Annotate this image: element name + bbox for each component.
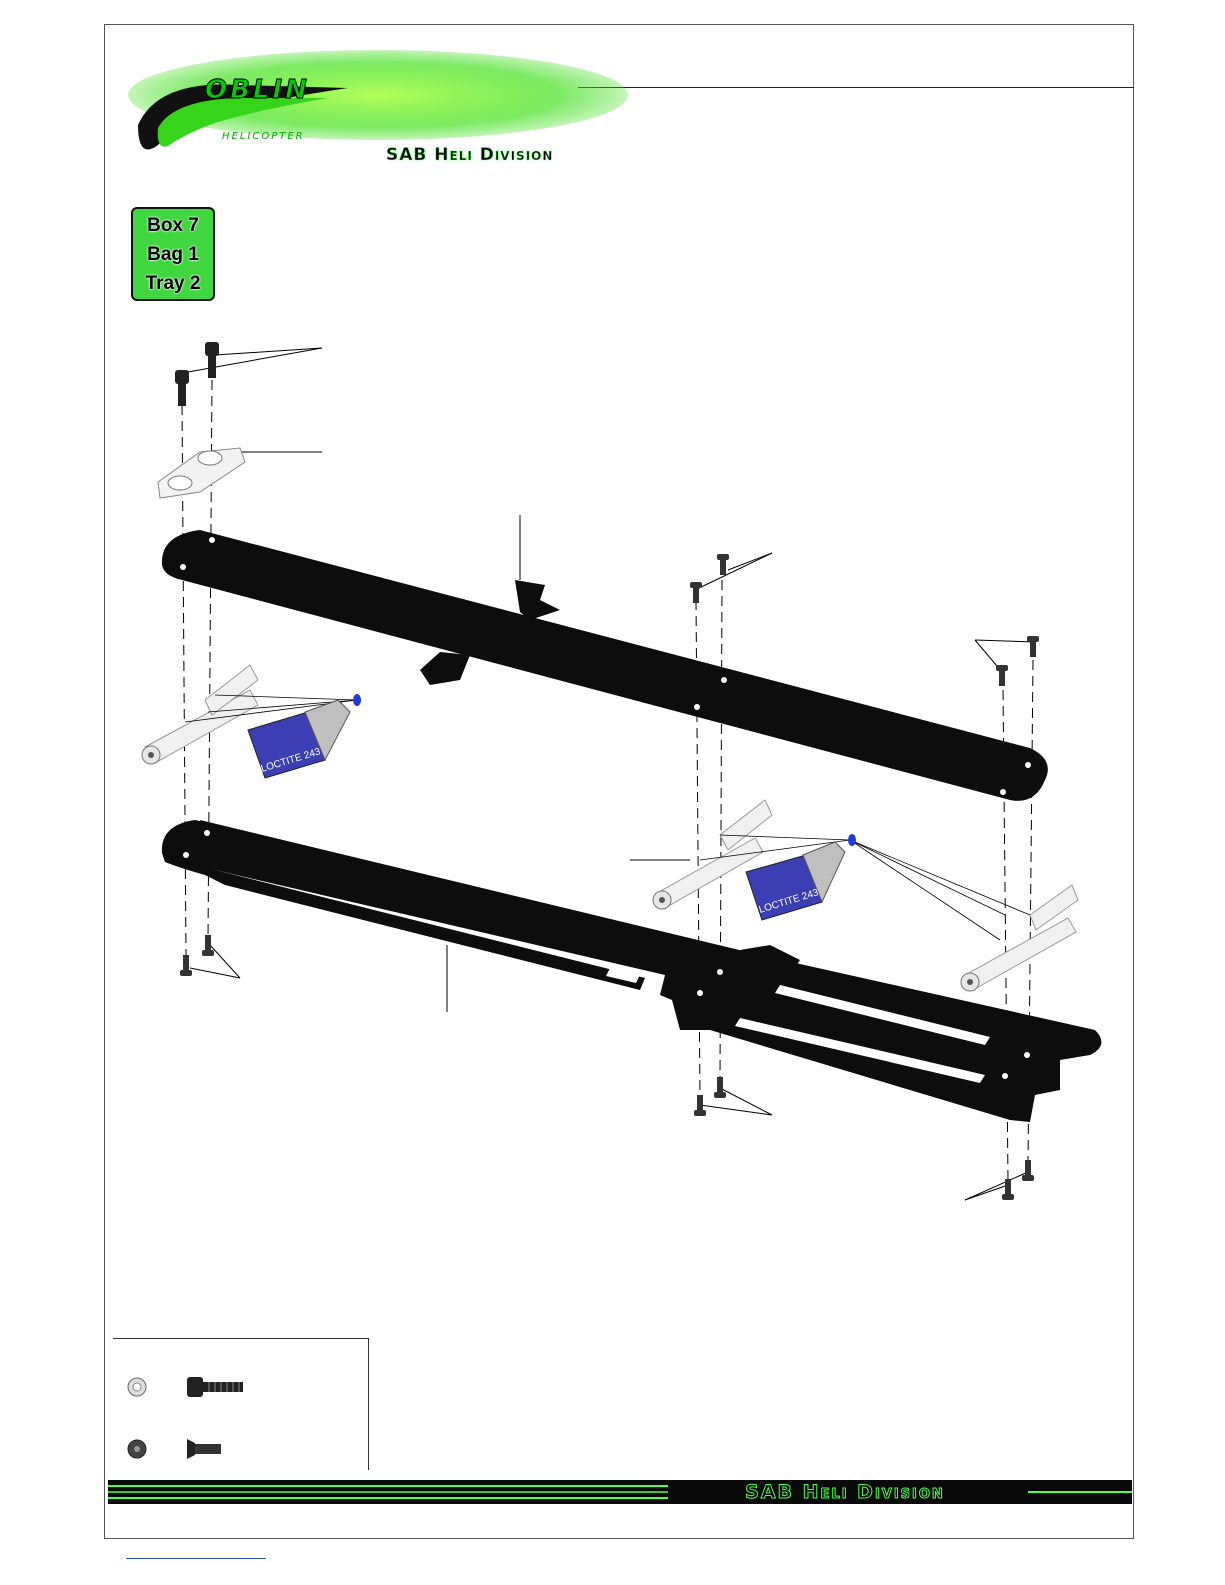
top-socket-screws bbox=[175, 342, 219, 406]
lower-carbon-plate bbox=[162, 820, 1102, 1122]
frame-bracket bbox=[158, 448, 245, 498]
footer-division-text: SAB Heli Division bbox=[670, 1480, 1020, 1504]
socket-head-screw-icon bbox=[128, 1377, 243, 1397]
right-frame-spacers bbox=[961, 885, 1078, 991]
countersunk-screw-icon bbox=[128, 1439, 221, 1459]
legend-graphics bbox=[113, 1339, 369, 1471]
hardware-legend bbox=[113, 1338, 369, 1470]
footer-link-underline bbox=[126, 1558, 266, 1559]
upper-countersunk-screws bbox=[690, 554, 1039, 686]
